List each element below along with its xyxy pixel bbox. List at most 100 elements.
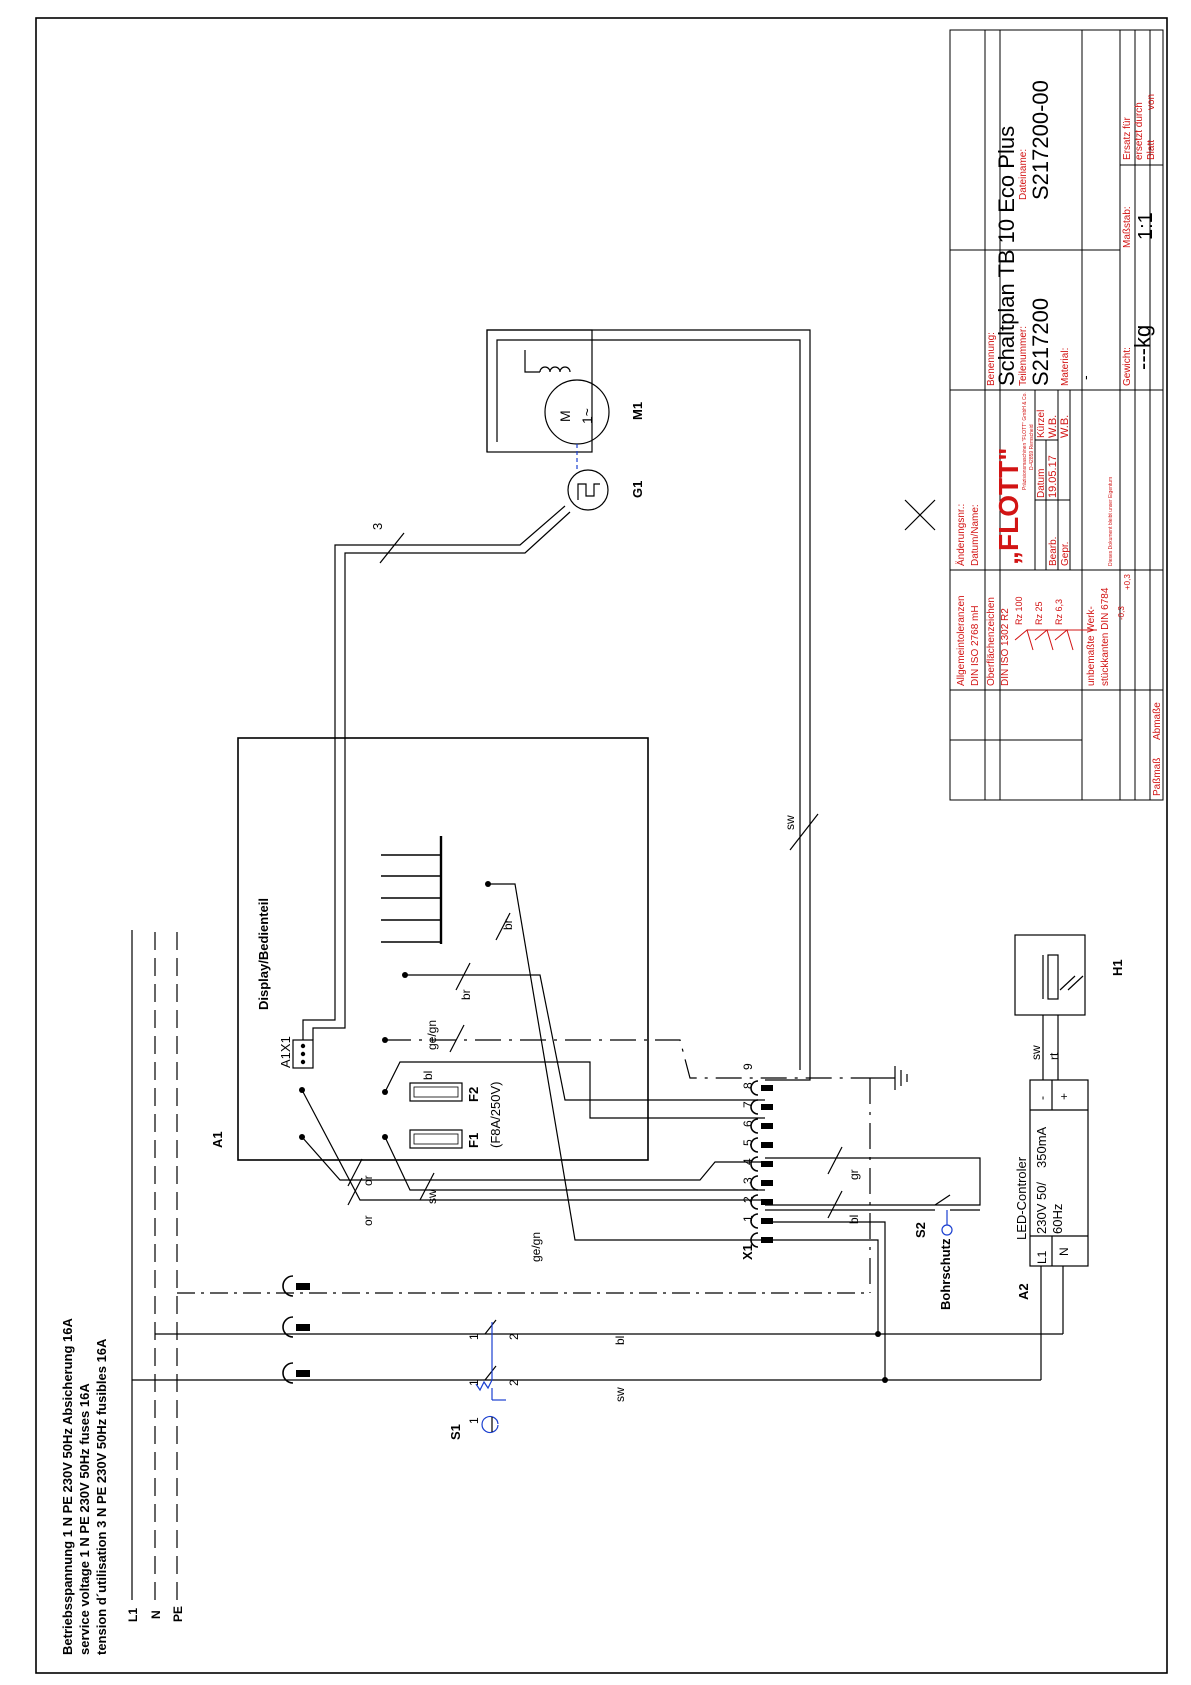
a2-label: A2 xyxy=(1016,1283,1031,1300)
tb-surf-head: Oberflächenzeichen xyxy=(986,597,997,686)
supply-line-3: tension d´utilisation 3 N PE 230V 50Hz f… xyxy=(94,1338,109,1655)
rail-n xyxy=(154,930,878,1600)
tb-gepr-by: W.B. xyxy=(1059,415,1071,438)
x1-terminal-pin xyxy=(761,1161,773,1167)
wire-label-bl-supply: bl xyxy=(613,1336,627,1345)
tb-blatt: Blatt xyxy=(1146,140,1157,160)
tb-benennung: Schaltplan TB 10 Eco Plus xyxy=(994,126,1019,386)
s2-bohrschutz: Bohrschutz xyxy=(938,1238,953,1310)
tb-passmass: Paßmaß xyxy=(1152,758,1163,796)
display-label: Display/Bedienteil xyxy=(256,898,271,1010)
x1-terminal-pin xyxy=(761,1123,773,1129)
wire-label-sw-a1: sw xyxy=(425,1189,439,1204)
a1-label: A1 xyxy=(210,1131,225,1148)
motor-symbol-m: M xyxy=(557,410,573,422)
tb-edge-plus: +0,3 xyxy=(1123,574,1132,590)
tb-ersatz: Ersatz für xyxy=(1122,117,1133,160)
x1-terminal-pin xyxy=(761,1142,773,1148)
motor-m1 xyxy=(486,329,610,470)
tb-tol-head: Allgemeintoleranzen xyxy=(956,595,967,686)
x1-supply-wires xyxy=(765,1221,888,1383)
tb-material-label: Material: xyxy=(1060,348,1071,386)
a1-display-box xyxy=(237,737,649,1161)
tb-logo-sub-2: D-42859 Remscheid xyxy=(1029,424,1035,470)
x1-label: X1 xyxy=(740,1244,755,1260)
x1-terminal-clamp xyxy=(750,1080,759,1096)
g1-label: G1 xyxy=(630,481,645,498)
tb-aenderung: Änderungsnr.: xyxy=(955,504,967,566)
wire-marks xyxy=(347,912,843,1219)
terminal-number-1: 1 xyxy=(741,1215,755,1222)
tb-massstab: 1:1 xyxy=(1135,212,1157,240)
cable-count: 3 xyxy=(370,523,385,530)
led-controller-current: 350mA xyxy=(1034,1126,1049,1168)
s1-contact-1b: 1 xyxy=(467,1379,481,1386)
lamp-h1 xyxy=(1014,934,1086,1080)
tb-kuerzel: Kürzel xyxy=(1036,410,1047,438)
led-controller-term-n: N xyxy=(1057,1247,1071,1256)
led-controller-term-l1: L1 xyxy=(1035,1250,1049,1264)
a1x1-label: A1X1 xyxy=(278,1036,293,1068)
tb-logo: „FLOTT" xyxy=(993,448,1024,565)
main-switch-s1 xyxy=(475,1319,506,1434)
surface-symbols xyxy=(1014,629,1097,651)
led-controller-voltage: 230V 50/ xyxy=(1034,1182,1049,1234)
tb-edge-head-2: stückkanten DIN 6784 xyxy=(1100,587,1111,686)
generator-g1 xyxy=(567,469,609,511)
h1-label: H1 xyxy=(1110,959,1125,976)
tb-massstab-label: Maßstab: xyxy=(1122,206,1133,248)
m1-label: M1 xyxy=(630,402,645,420)
x1-terminal-clamp xyxy=(750,1137,759,1153)
tb-bearb-by: W.B. xyxy=(1047,415,1059,438)
f1-rating: (F8A/250V) xyxy=(488,1082,503,1148)
tb-datum-name: Datum/Name: xyxy=(970,504,981,566)
x1-terminal-clamp xyxy=(750,1118,759,1134)
fuse-f2 xyxy=(409,1082,463,1102)
rail-label-pe: PE xyxy=(171,1606,185,1622)
terminal-number-8: 8 xyxy=(741,1082,755,1089)
rail-terminals xyxy=(282,1275,310,1384)
tb-teilenummer-label: Teilenummer: xyxy=(1018,326,1029,386)
x1-terminal-pin xyxy=(761,1199,773,1205)
tb-logo-sub-1: Präzisionsmaschinen "FLOTT" GmbH & Co. xyxy=(1022,392,1028,490)
terminal-number-6: 6 xyxy=(741,1120,755,1127)
s1-contact-2b: 2 xyxy=(507,1379,521,1386)
s1-contact-upper-1: 1 xyxy=(467,1417,481,1424)
led-controller-plus: + xyxy=(1057,1093,1071,1100)
wire-label-or-1: or xyxy=(361,1175,375,1186)
x1-terminal-pin xyxy=(761,1104,773,1110)
tb-bearb-date: 19.05.17 xyxy=(1047,455,1059,498)
wire-label-gegn-supply: ge/gn xyxy=(529,1232,543,1262)
tb-bearb: Bearb. xyxy=(1048,537,1059,566)
tb-datum: Datum xyxy=(1036,469,1047,498)
terminal-number-3: 3 xyxy=(741,1177,755,1184)
tb-benennung-label: Benennung: xyxy=(986,332,997,386)
wire-label-sw-lamp: sw xyxy=(1029,1045,1043,1060)
s1-contact-2a: 2 xyxy=(507,1333,521,1340)
x1-terminal-clamp xyxy=(750,1213,759,1229)
tb-gewicht-label: Gewicht: xyxy=(1122,347,1133,386)
tb-dateiname-label: Dateiname: xyxy=(1018,149,1029,200)
fuse-f1 xyxy=(409,1129,463,1149)
rail-label-l1: L1 xyxy=(126,1608,140,1622)
s1-label: S1 xyxy=(448,1424,463,1440)
wire-label-rt-lamp: rt xyxy=(1047,1052,1061,1060)
tb-dateiname: S217200-00 xyxy=(1028,80,1053,200)
led-controller-minus: - xyxy=(1035,1096,1049,1100)
wire-label-bl-fuse: bl xyxy=(421,1071,435,1080)
terminal-number-9: 9 xyxy=(741,1063,755,1070)
supply-line-1: Betriebsspannung 1 N PE 230V 50Hz Absich… xyxy=(60,1317,75,1655)
wire-label-or-2: or xyxy=(361,1215,375,1226)
f1-label: F1 xyxy=(466,1133,481,1148)
led-controller-freq: 60Hz xyxy=(1050,1204,1065,1234)
rail-l1 xyxy=(131,930,885,1600)
terminal-block-x1 xyxy=(750,1080,773,1248)
wire-label-sw-supply: sw xyxy=(613,1387,627,1402)
motor-symbol-phase: 1~ xyxy=(579,408,595,424)
tb-ersetzt: ersetzt durch xyxy=(1134,102,1145,160)
tb-abmasse: Abmaße xyxy=(1152,702,1163,740)
led-controller-title: LED-Controler xyxy=(1014,1156,1029,1240)
cable-3 xyxy=(302,505,571,1040)
x1-terminal-pin xyxy=(761,1218,773,1224)
tb-rz-63: Rz 6,3 xyxy=(1054,599,1064,625)
